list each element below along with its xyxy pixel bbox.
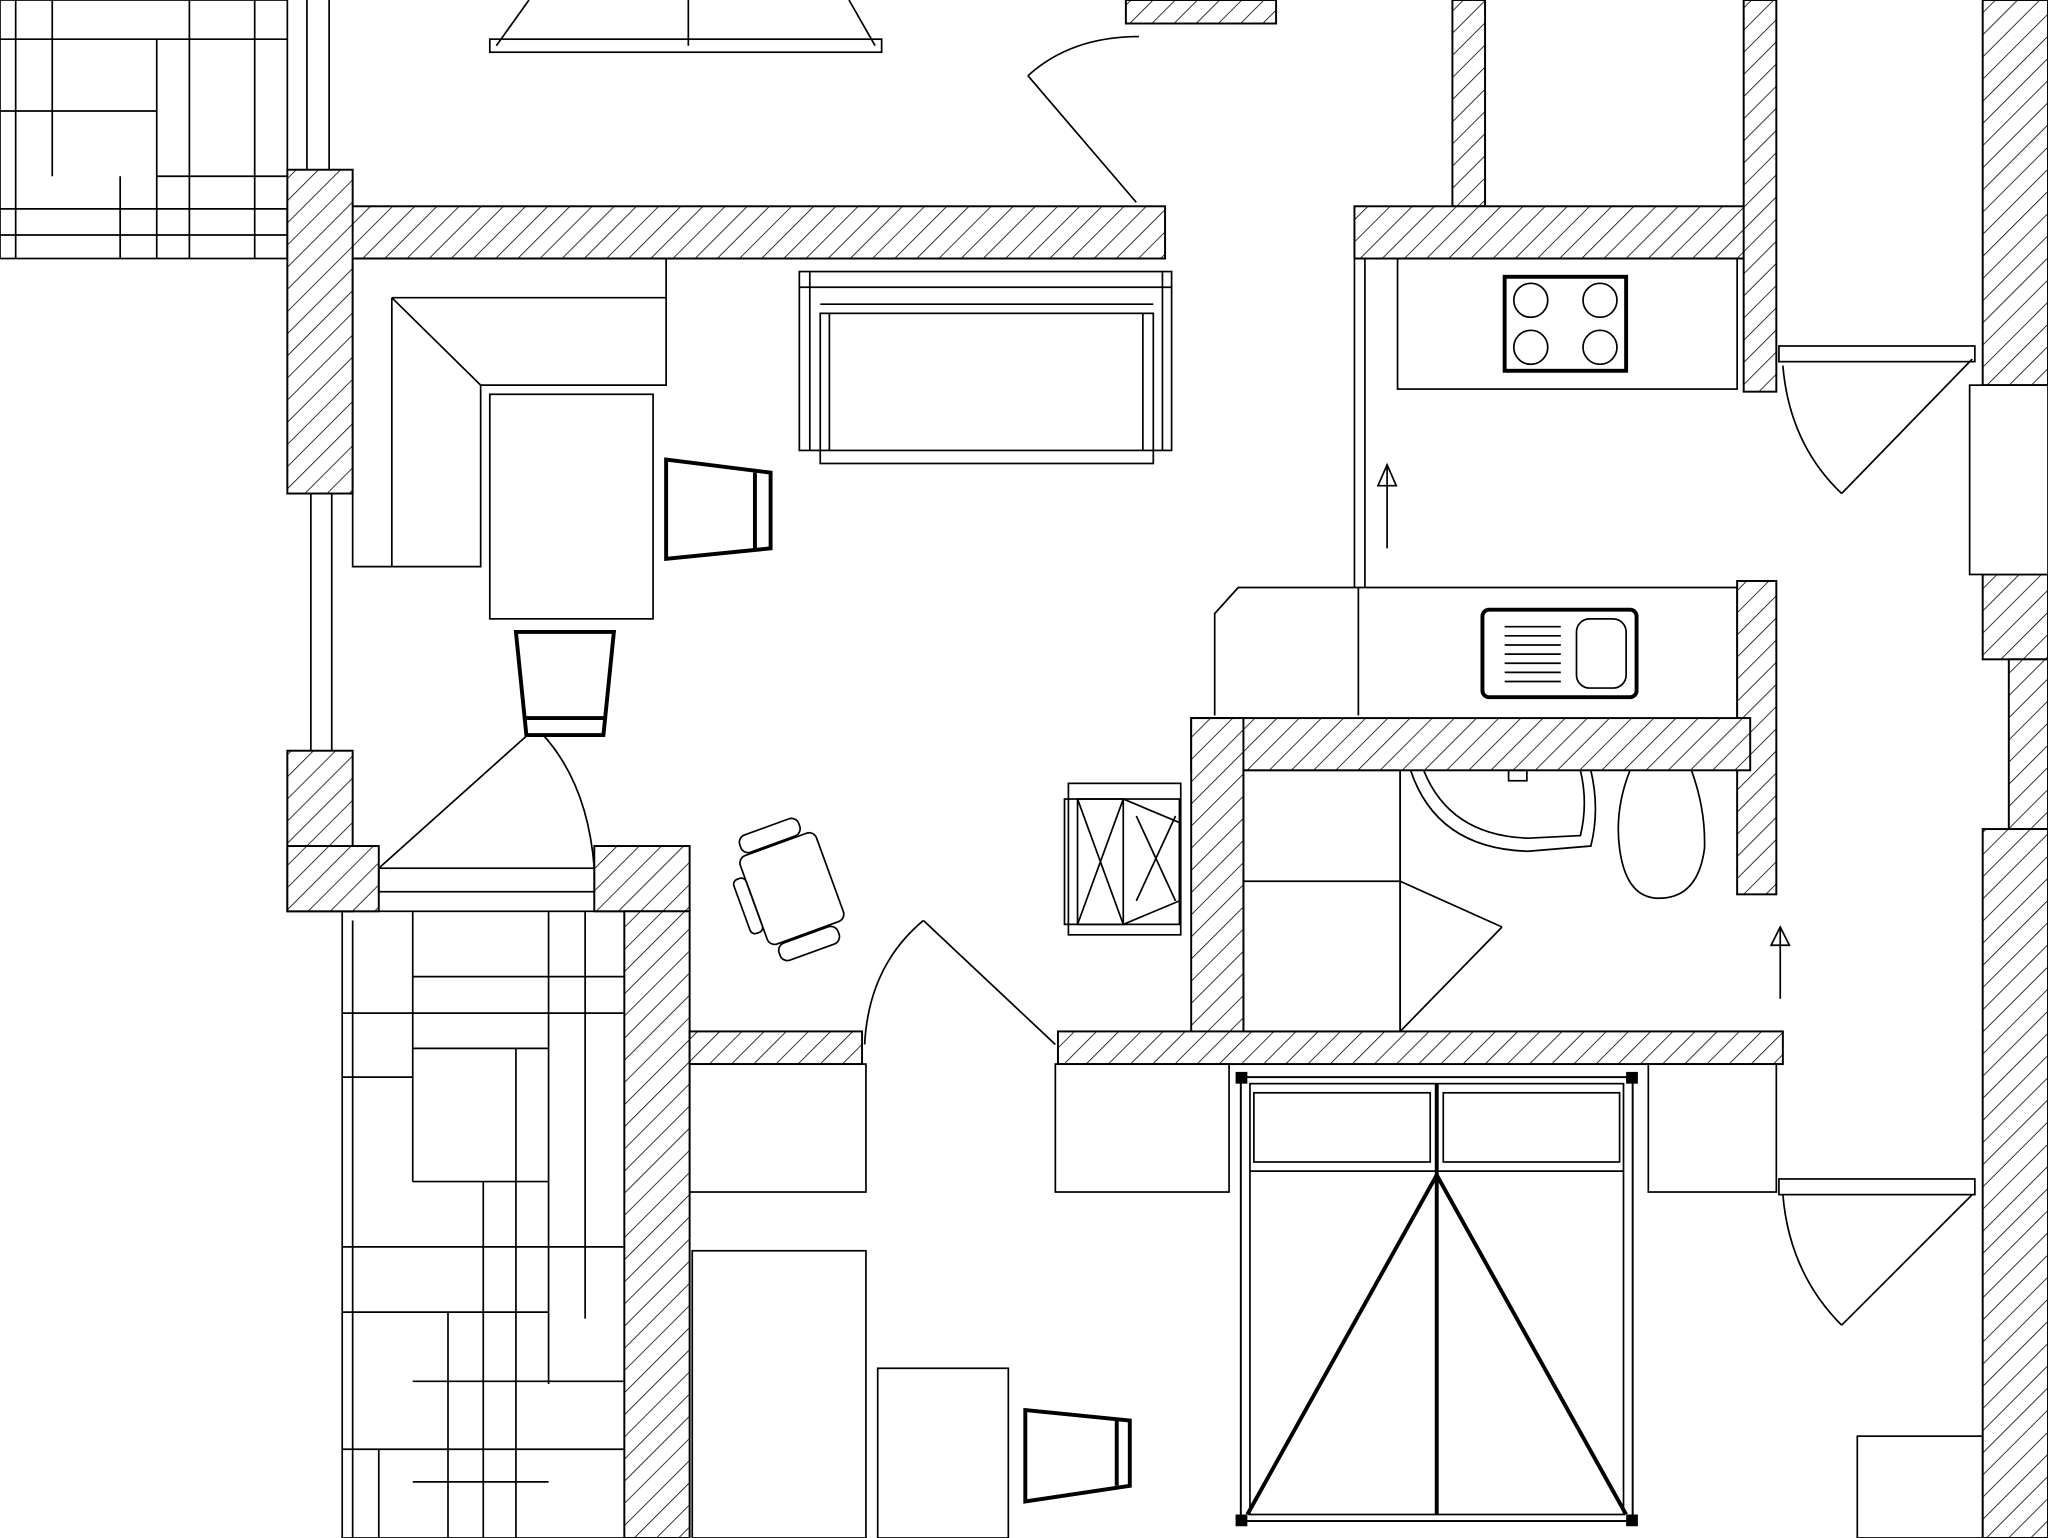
chair-bottom: [513, 629, 617, 738]
chair-right: [664, 457, 773, 561]
floor-tiles-bottom: [341, 910, 626, 1538]
kitchen-counter-top: [1353, 257, 1738, 588]
floor-tiles-top: [0, 0, 330, 260]
bed-top: [488, 0, 883, 54]
cabinets: [688, 1063, 1778, 1193]
stair-arrow-kitchen: [1376, 462, 1398, 549]
kitchen-counter-bottom: [1213, 586, 1738, 716]
bathroom-fixtures: [1242, 769, 1706, 1033]
desk: [691, 1249, 1010, 1538]
walls: [286, 0, 2048, 1538]
office-chair: [732, 817, 845, 962]
cabinet-bottom-right: [1856, 1435, 1984, 1538]
stove: [1502, 274, 1629, 373]
stair-arrow-hall: [1769, 925, 1791, 999]
doors: [377, 35, 1976, 1326]
chair-desk: [1023, 1407, 1132, 1504]
double-bed: [1235, 1071, 1638, 1527]
sofa: [798, 270, 1173, 465]
armchair: [1063, 782, 1182, 936]
corner-sofa: [351, 257, 667, 568]
dining-table: [488, 393, 654, 620]
sink: [1480, 607, 1639, 700]
